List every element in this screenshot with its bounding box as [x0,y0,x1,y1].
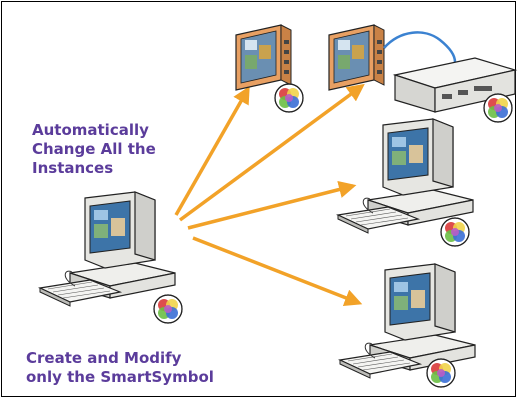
smartsymbol-badge-icon [274,83,304,113]
smartsymbol-badge-icon [483,93,513,123]
broadcast-arrows [174,83,365,307]
source-pc [39,191,176,307]
smartsymbol-badge-icon [440,217,470,247]
arrow-to-target-pc-1 [187,180,357,230]
target-pc-1 [337,118,474,234]
smartsymbol-badge-icon [426,358,456,388]
panel-pc-1 [235,24,292,91]
cable [383,31,457,63]
caption-automatically-change: Automatically Change All the Instances [32,121,156,177]
arrow-to-target-pc-2 [192,236,363,307]
arrow-to-panel-pc-1 [174,85,250,216]
caption-create-and-modify: Create and Modify only the SmartSymbol [26,349,214,386]
arrow-to-panel-pc-2 [178,83,365,222]
target-pc-2 [339,263,476,379]
panel-pc-2 [328,24,518,113]
smartsymbol-badge-icon [153,294,183,324]
